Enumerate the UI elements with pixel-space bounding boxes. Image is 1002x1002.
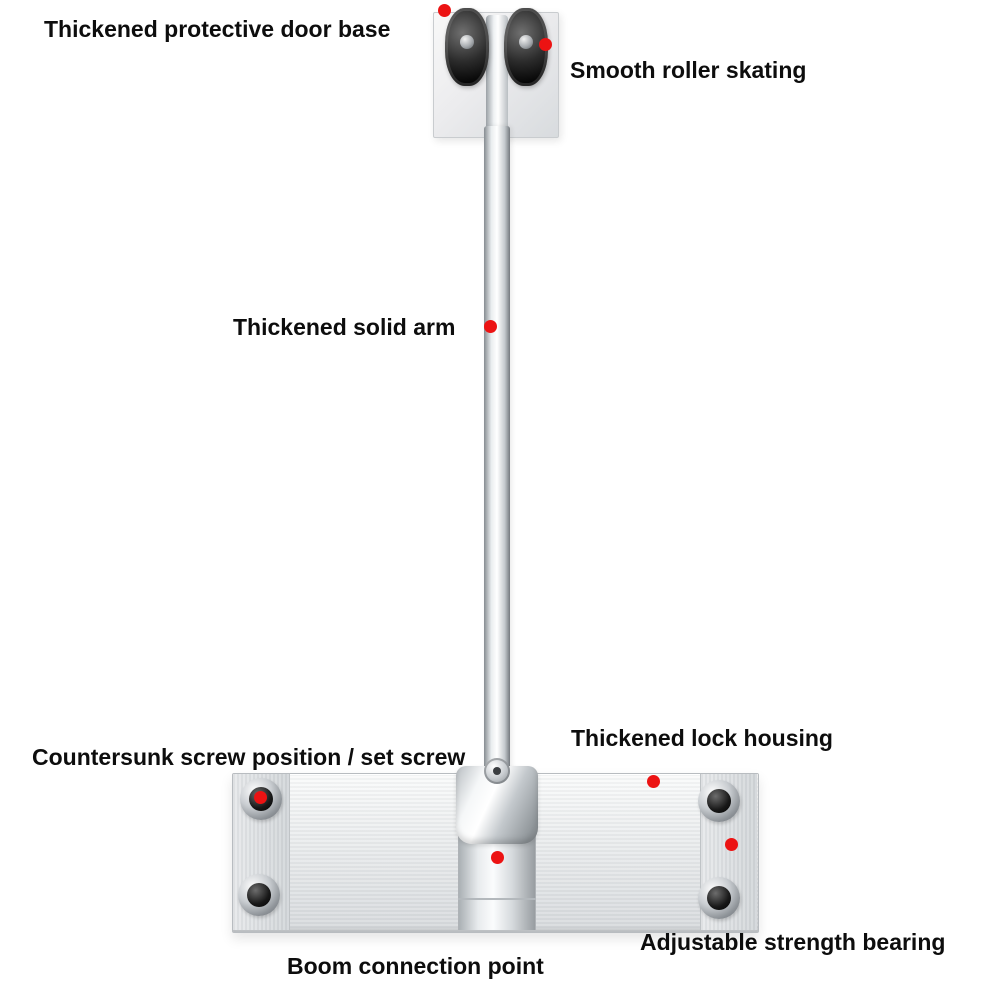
label-set-screw: Countersunk screw position / set screw xyxy=(32,744,466,770)
telescopic-arm xyxy=(484,126,510,781)
roller-hub-right-icon xyxy=(519,35,533,50)
roller-wheel-left xyxy=(445,8,489,86)
annotation-dot-boom-connection xyxy=(491,851,504,864)
label-door-base: Thickened protective door base xyxy=(44,16,391,42)
annotation-dot-strength-bearing xyxy=(725,838,738,851)
pivot-screw-center xyxy=(493,767,501,775)
annotation-dot-roller xyxy=(539,38,552,51)
annotation-dot-door-base xyxy=(438,4,451,17)
label-strength-bearing: Adjustable strength bearing xyxy=(640,929,946,955)
annotation-dot-set-screw xyxy=(254,791,267,804)
label-lock-housing: Thickened lock housing xyxy=(571,725,833,751)
label-solid-arm: Thickened solid arm xyxy=(233,314,456,340)
countersunk-screw-bottom-right xyxy=(698,877,740,919)
roller-hub-left-icon xyxy=(460,35,474,50)
label-roller: Smooth roller skating xyxy=(570,57,807,83)
pivot-screw xyxy=(484,758,510,784)
channel-seam xyxy=(458,898,536,900)
screw-core xyxy=(707,789,731,813)
countersunk-screw-top-right xyxy=(698,780,740,822)
screw-core xyxy=(707,886,731,910)
label-boom-connection: Boom connection point xyxy=(287,953,544,979)
roller-yoke xyxy=(486,15,508,135)
countersunk-screw-bottom-left xyxy=(238,874,280,916)
screw-core xyxy=(247,883,271,907)
annotation-dot-lock-housing xyxy=(647,775,660,788)
annotation-dot-solid-arm xyxy=(484,320,497,333)
